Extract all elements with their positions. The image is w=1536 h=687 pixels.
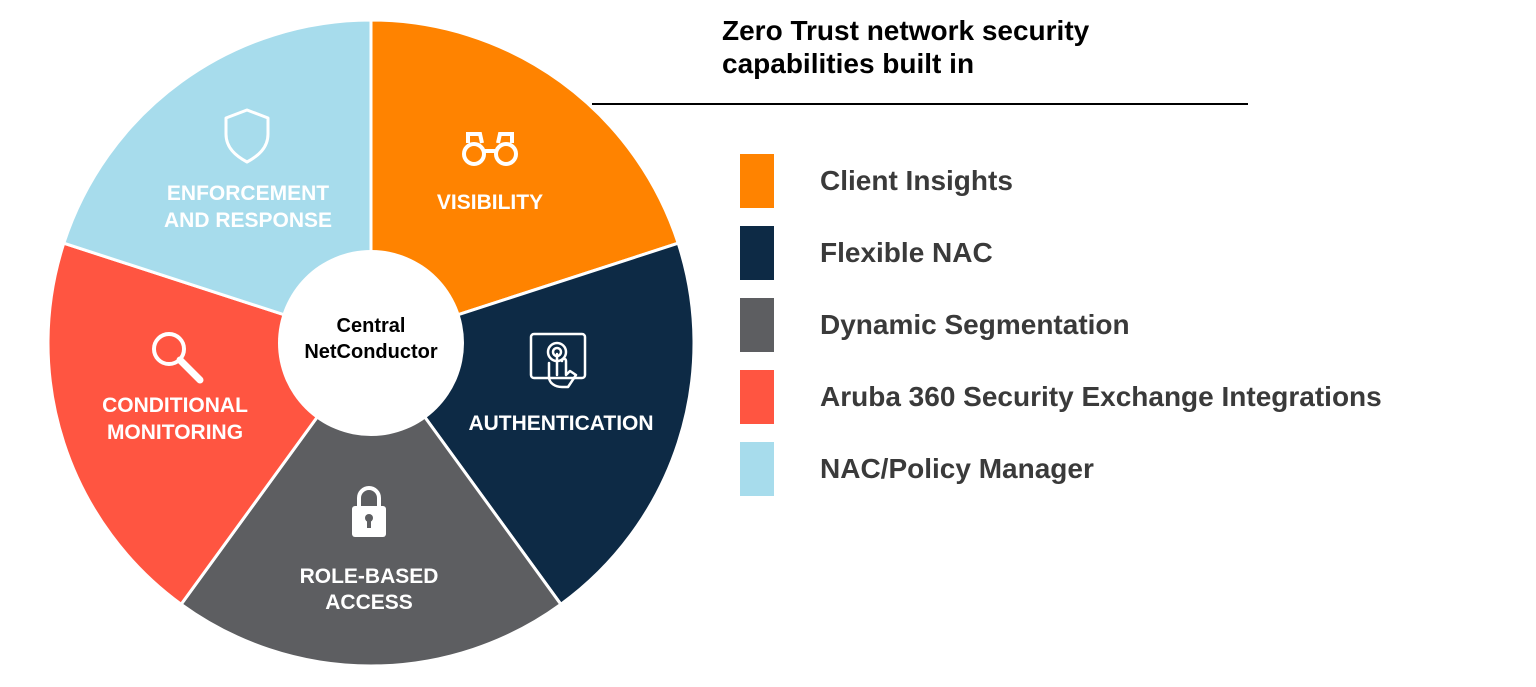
capability-legend: Client Insights Flexible NAC Dynamic Seg… bbox=[740, 154, 1382, 514]
legend-swatch bbox=[740, 442, 774, 496]
legend-label: Flexible NAC bbox=[820, 237, 993, 268]
center-hub bbox=[278, 250, 464, 436]
center-label-line1: Central bbox=[337, 315, 406, 337]
legend-swatch bbox=[740, 370, 774, 424]
shield-icon bbox=[224, 108, 270, 164]
segment-label-conditional-line2: MONITORING bbox=[107, 421, 243, 444]
segment-label-enforcement-line2: AND RESPONSE bbox=[164, 209, 332, 232]
capability-wheel: Central NetConductor VISIBILITY AUTHENTI… bbox=[46, 18, 696, 668]
legend-item: Aruba 360 Security Exchange Integrations bbox=[740, 370, 1382, 424]
legend-item: Client Insights bbox=[740, 154, 1382, 208]
segment-label-conditional-line1: CONDITIONAL bbox=[102, 394, 248, 417]
legend-item: NAC/Policy Manager bbox=[740, 442, 1382, 496]
legend-swatch bbox=[740, 154, 774, 208]
segment-label-enforcement-line1: ENFORCEMENT bbox=[167, 182, 329, 205]
segment-enforcement-and-response bbox=[61, 18, 373, 346]
legend-swatch bbox=[740, 298, 774, 352]
segment-visibility bbox=[369, 18, 681, 346]
legend-swatch bbox=[740, 226, 774, 280]
legend-label: Dynamic Segmentation bbox=[820, 309, 1130, 340]
title-divider bbox=[592, 103, 1248, 105]
segment-label-role-based-line1: ROLE-BASED bbox=[300, 565, 439, 588]
legend-label: Aruba 360 Security Exchange Integrations bbox=[820, 381, 1382, 412]
legend-label: Client Insights bbox=[820, 165, 1013, 196]
touch-tablet-icon bbox=[529, 332, 587, 389]
segment-label-authentication: AUTHENTICATION bbox=[468, 412, 653, 435]
title-line1: Zero Trust network security bbox=[722, 15, 1090, 46]
padlock-icon bbox=[352, 486, 386, 537]
segment-role-based-access bbox=[179, 340, 563, 668]
binoculars-icon bbox=[462, 132, 518, 166]
title-line2: capabilities built in bbox=[722, 48, 975, 79]
magnifier-icon bbox=[152, 332, 204, 384]
segment-label-role-based-line2: ACCESS bbox=[325, 591, 413, 614]
page-title: Zero Trust network security capabilities… bbox=[722, 14, 1282, 80]
center-label-line2: NetConductor bbox=[304, 341, 438, 363]
legend-label: NAC/Policy Manager bbox=[820, 453, 1094, 484]
segment-label-visibility: VISIBILITY bbox=[437, 191, 543, 214]
legend-item: Flexible NAC bbox=[740, 226, 1382, 280]
legend-item: Dynamic Segmentation bbox=[740, 298, 1382, 352]
